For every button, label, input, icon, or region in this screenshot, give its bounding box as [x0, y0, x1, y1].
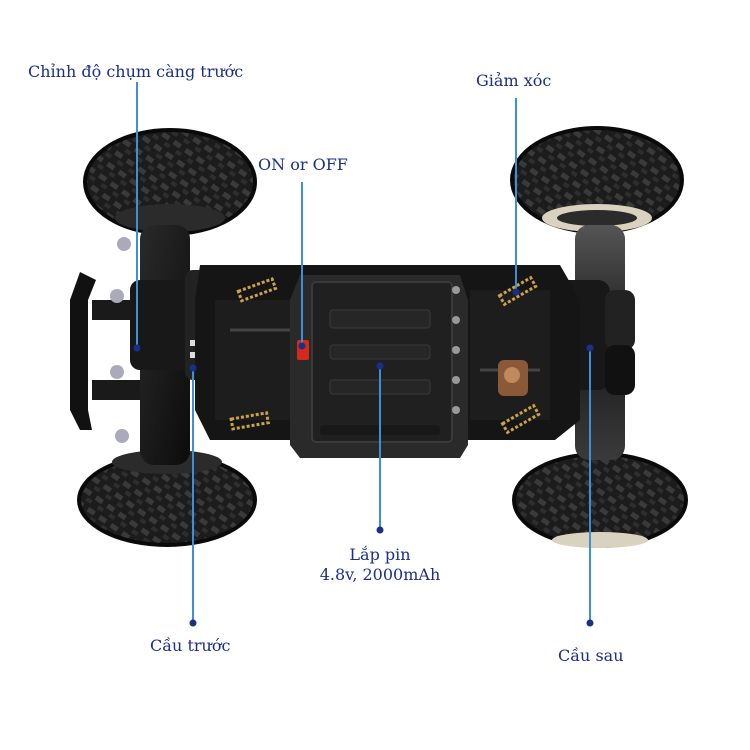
label-power-switch: ON or OFF — [258, 155, 348, 174]
motor-gear — [498, 360, 528, 396]
label-front-axle: Cầu trước — [150, 636, 231, 655]
label-battery: Lắp pin 4.8v, 2000mAh — [300, 545, 460, 585]
label-battery-line1: Lắp pin — [349, 545, 411, 564]
rear-left-tire — [510, 126, 684, 234]
rear-right-tire — [512, 452, 688, 548]
label-shock-absorber: Giảm xóc — [476, 71, 552, 90]
label-battery-line2: 4.8v, 2000mAh — [319, 565, 441, 584]
leader-lines — [136, 82, 591, 623]
label-rear-axle: Cầu sau — [558, 646, 624, 665]
label-front-toe-adjust: Chỉnh độ chụm càng trước — [28, 62, 244, 81]
front-bumper — [70, 237, 140, 443]
leader-dots — [133, 288, 594, 627]
front-left-tire — [83, 128, 257, 236]
